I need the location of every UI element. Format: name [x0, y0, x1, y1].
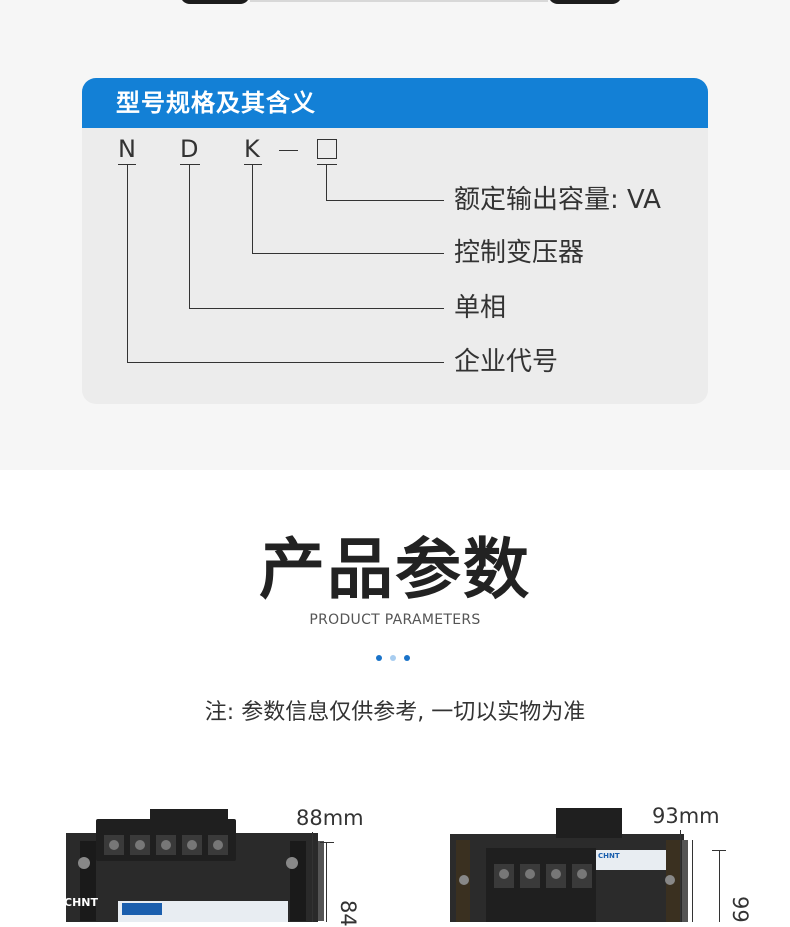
leader-box-h [326, 200, 444, 202]
leader-d-h [189, 308, 444, 310]
model-spec-card: 型号规格及其含义 N D K 额定输出容量: VA 控制变压器 单相 企业代号 [82, 78, 708, 404]
width-label-2: 93mm [652, 804, 720, 828]
dimension-line-2c [719, 850, 721, 922]
code-letter-d: D [180, 135, 199, 163]
dot [404, 655, 410, 661]
dimension-tick-1 [320, 842, 334, 844]
meaning-company-code: 企业代号 [454, 347, 559, 377]
card-header: 型号规格及其含义 [82, 78, 708, 128]
dot [376, 655, 382, 661]
code-dash [279, 150, 298, 152]
height-label-1: 84 [336, 900, 360, 927]
leader-n-h [127, 362, 444, 364]
brand-label-1: CHNT [64, 896, 98, 909]
brand-label-2: CHNT [598, 852, 620, 860]
decorative-dots [376, 655, 410, 661]
card-title: 型号规格及其含义 [116, 89, 316, 117]
leader-k-v [252, 164, 254, 254]
code-letter-n: N [118, 135, 136, 163]
dot [390, 655, 396, 661]
leader-k-h [252, 253, 444, 255]
meaning-single-phase: 单相 [454, 293, 507, 323]
dimension-line-2b [692, 840, 694, 922]
product-image-edge [250, 0, 548, 2]
product-image-edge-left [180, 0, 250, 4]
code-box [317, 139, 337, 159]
width-label-1: 88mm [296, 806, 364, 830]
disclaimer-note: 注: 参数信息仅供参考, 一切以实物为准 [204, 700, 586, 725]
height-label-2: 99 [728, 896, 752, 923]
dimension-line-1b [326, 842, 328, 922]
product-image-edge-right [548, 0, 622, 4]
meaning-control-transformer: 控制变压器 [454, 238, 585, 268]
code-letter-k: K [244, 135, 260, 163]
meaning-rated-capacity: 额定输出容量: VA [454, 185, 661, 215]
section-title: 产品参数 [259, 531, 531, 608]
leader-box-v [326, 164, 328, 201]
dimension-line-2a [680, 830, 682, 922]
dimension-line-1a [312, 832, 314, 922]
leader-n-v [127, 164, 129, 363]
transformer-image-1 [66, 809, 324, 922]
transformer-image-2 [450, 808, 688, 922]
leader-d-v [189, 164, 191, 309]
section-subtitle: PRODUCT PARAMETERS [309, 612, 481, 628]
